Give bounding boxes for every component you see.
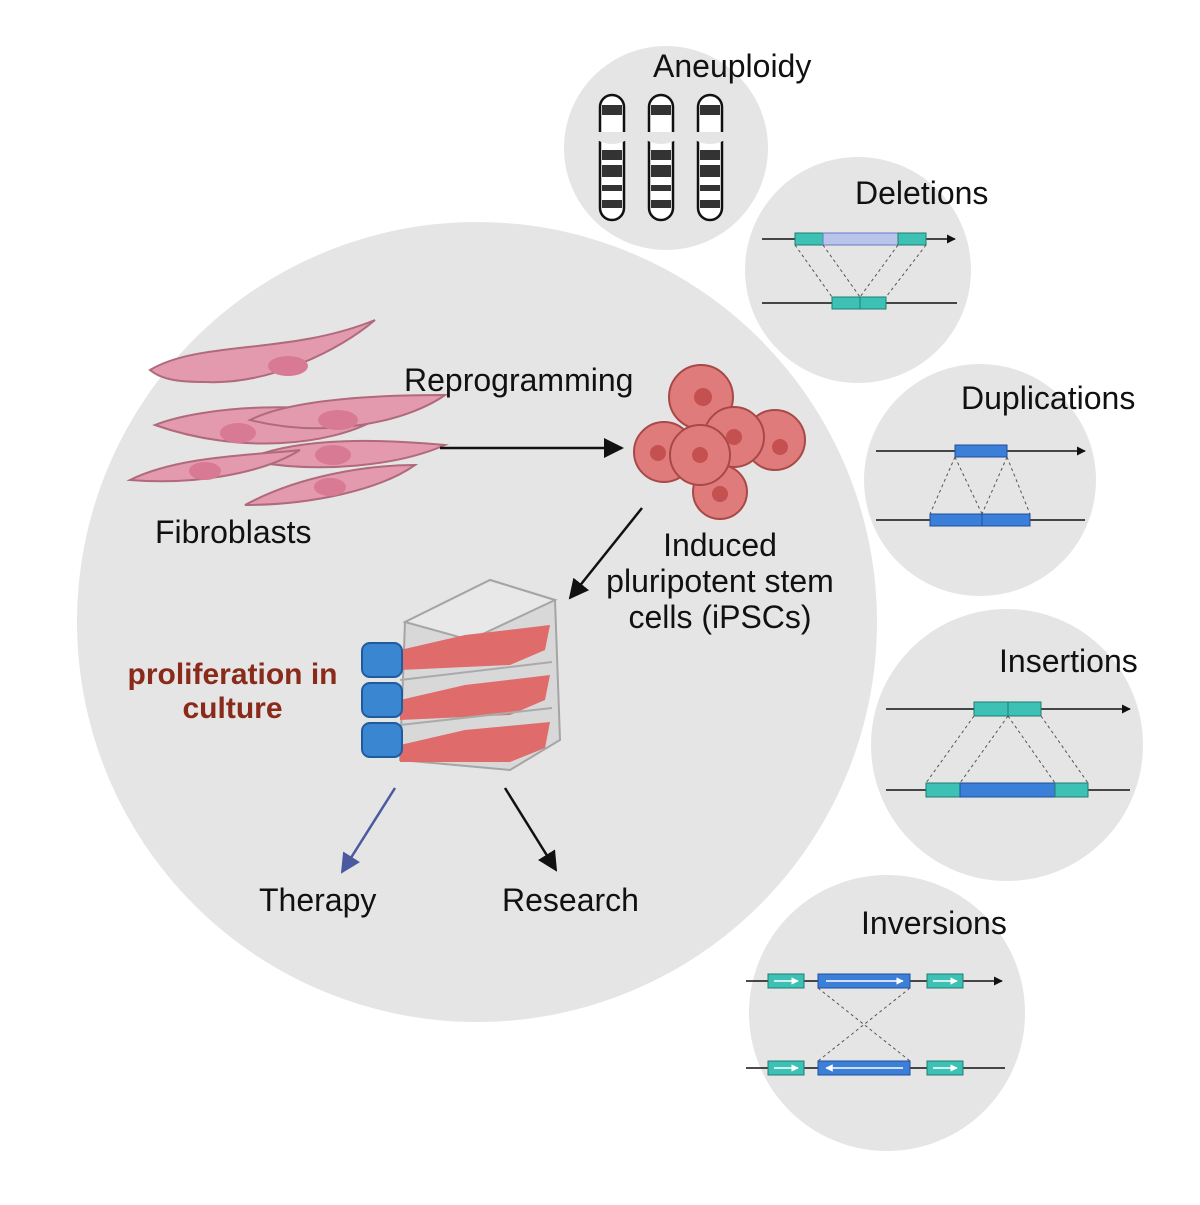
deletions-diagram [762, 232, 957, 310]
proliferation-label-line1: proliferation in [127, 658, 338, 691]
deletions-circle [741, 153, 975, 387]
duplications-diagram [876, 444, 1086, 527]
therapy-label: Therapy [259, 882, 377, 918]
insertions-circle [867, 605, 1147, 885]
culture-flask-stack [361, 578, 562, 772]
fibroblast-nuclei [189, 356, 358, 496]
ipsc-label-line3: cells (iPSCs) [628, 599, 812, 636]
inversions-label: Inversions [861, 905, 1007, 941]
duplications-circle [860, 360, 1100, 600]
inversions-diagram [746, 973, 1005, 1076]
inversions-circle [745, 871, 1029, 1155]
culture-arrow [568, 507, 643, 600]
ipsc-label-line1: Induced [663, 527, 777, 563]
ipsc-label-line2: pluripotent stem [606, 563, 834, 600]
reprogramming-label: Reprogramming [404, 362, 634, 398]
deletions-label: Deletions [855, 175, 989, 211]
chromosome-icons [597, 93, 725, 222]
research-arrow [503, 787, 558, 872]
ipsc-label: Induced pluripotent stem cells (iPSCs) [588, 527, 852, 635]
insertions-diagram [886, 701, 1131, 798]
proliferation-label: proliferation in culture [110, 658, 355, 726]
duplications-label: Duplications [961, 380, 1136, 416]
ipsc-nuclei [650, 388, 788, 502]
fibroblasts-label: Fibroblasts [155, 514, 312, 550]
proliferation-label-line2: culture [182, 691, 283, 725]
therapy-arrow [340, 787, 397, 874]
research-label: Research [502, 882, 639, 918]
aneuploidy-label: Aneuploidy [653, 48, 812, 84]
insertions-label: Insertions [999, 643, 1138, 679]
